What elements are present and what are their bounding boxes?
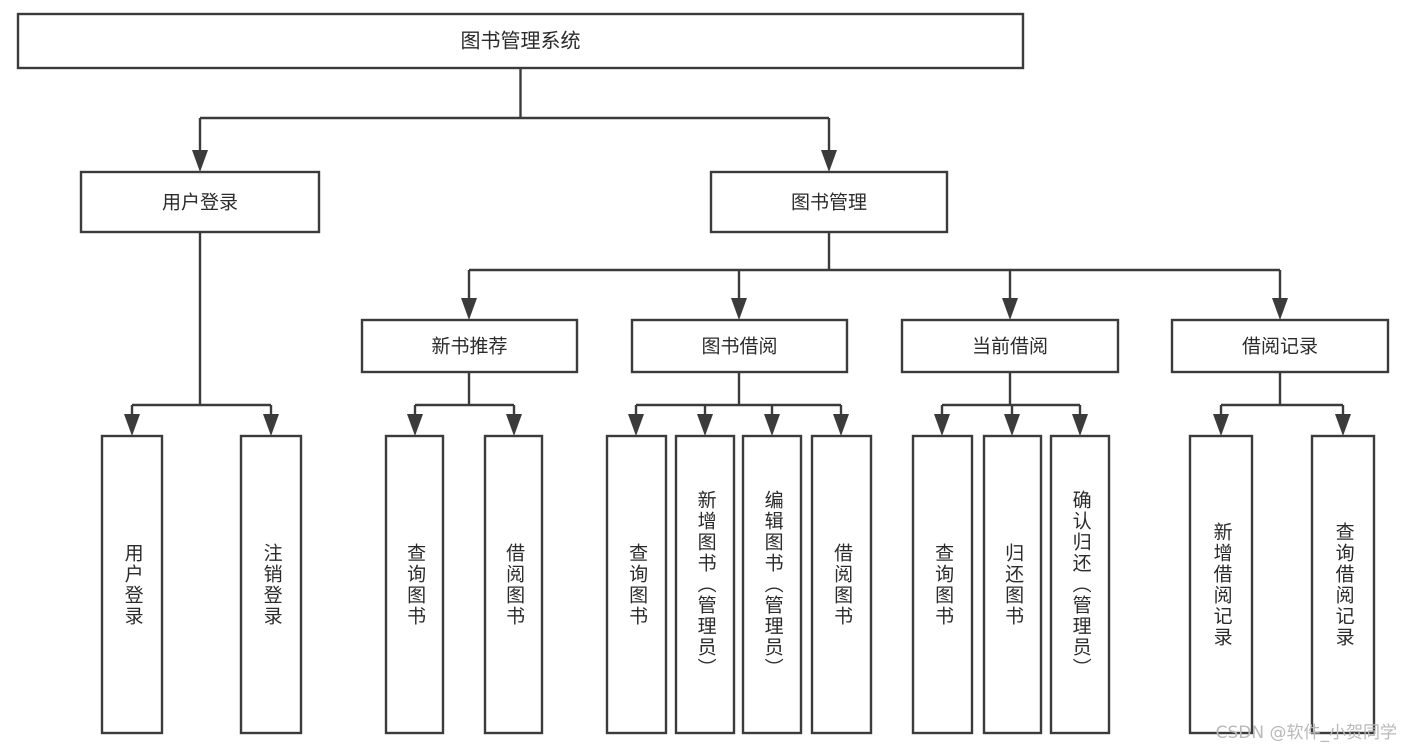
connector-group-new-book-rec [407,372,522,436]
arrow-leaf-user-login [124,414,140,436]
leaf-box-2-查询图书[interactable] [384,434,445,735]
leaf-box-9-归还图书[interactable] [982,434,1043,735]
node-label-图书借阅-l3-1: 图书借阅 [701,336,777,358]
connector-group-root [192,68,837,172]
arrow-nbr-query-book [407,414,423,436]
boxes-layer [16,12,1390,735]
arrow-book-mgmt [821,150,837,172]
node-label-用户登录-l2-0: 用户登录 [162,192,238,214]
leaf-box-8-查询图书[interactable] [911,434,974,735]
arrow-book-borrow [731,298,747,320]
leaf-box-5-新增图书管理员[interactable] [674,434,736,735]
arrow-bb-add-book [697,414,713,436]
arrow-cb-return-book [1004,414,1020,436]
node-box-当前借阅-l3-2[interactable] [900,318,1120,374]
node-label-新书推荐-l3-0: 新书推荐 [431,336,507,358]
connector-group-book-borrow [628,372,849,436]
leaf-box-10-确认归还管理员[interactable] [1049,434,1111,735]
arrow-bb-borrow-book [833,414,849,436]
leaf-box-3-借阅图书[interactable] [483,434,544,735]
leaf-box-4-查询图书[interactable] [605,434,668,735]
arrow-br-add-record [1213,414,1229,436]
node-label-借阅记录-l3-3: 借阅记录 [1242,336,1318,358]
arrow-nbr-borrow-book [506,414,522,436]
arrow-user-login [192,150,208,172]
arrow-current-borrow [1002,298,1018,320]
leaf-box-0-用户登录[interactable] [100,434,164,735]
arrow-cb-query-book [934,414,950,436]
node-box-root[interactable] [16,12,1025,70]
arrow-bb-edit-book [764,414,780,436]
connector-group-user-login [124,232,279,436]
leaf-box-11-新增借阅记录[interactable] [1188,434,1254,735]
leaf-box-6-编辑图书管理员[interactable] [741,434,803,735]
watermark-text: CSDN @软件_小贺同学 [1215,723,1397,743]
arrow-new-book-rec [461,298,477,320]
node-label-root: 图书管理系统 [461,29,581,53]
node-label-当前借阅-l3-2: 当前借阅 [972,336,1048,358]
arrow-cb-confirm-return [1072,414,1088,436]
connector-group-current-borrow [934,372,1088,436]
leaf-box-1-注销登录[interactable] [239,434,303,735]
node-box-借阅记录-l3-3[interactable] [1170,318,1390,374]
leaf-box-7-借阅图书[interactable] [810,434,873,735]
node-label-图书管理-l2-1: 图书管理 [791,192,867,214]
node-box-用户登录-l2-0[interactable] [79,170,321,234]
arrow-borrow-records [1272,298,1288,320]
node-box-图书管理-l2-1[interactable] [709,170,949,234]
connector-group-borrow-records [1213,372,1351,436]
connector-group-book-mgmt [461,232,1288,320]
leaf-box-12-查询借阅记录[interactable] [1310,434,1376,735]
arrow-leaf-logout [263,414,279,436]
arrow-br-query-record [1335,414,1351,436]
node-box-图书借阅-l3-1[interactable] [630,318,849,374]
arrow-bb-query-book [628,414,644,436]
node-box-新书推荐-l3-0[interactable] [360,318,579,374]
